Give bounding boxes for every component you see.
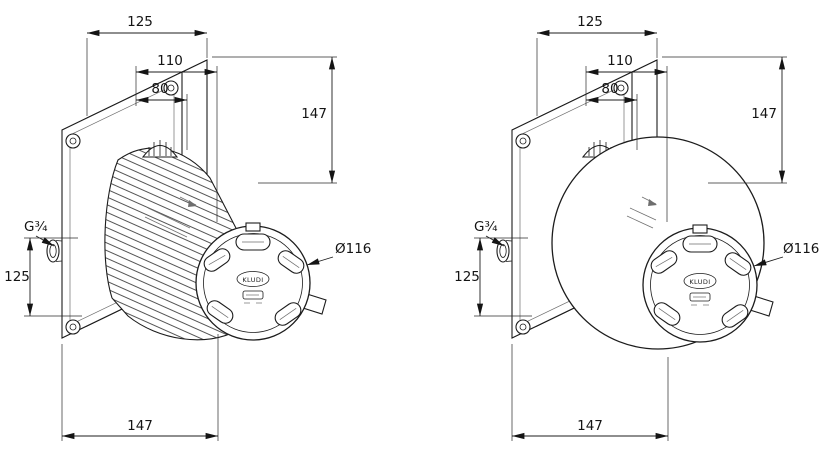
badge-text-mark	[658, 308, 676, 320]
leader-line	[306, 256, 334, 266]
mounting-lug	[65, 319, 81, 335]
dim-depth-80: 80	[585, 81, 638, 150]
dimensions-left-view: 125 110 80 147 G¾ 125	[4, 14, 371, 441]
engraving-line	[629, 207, 657, 221]
dim-label-diameter: Ø116	[783, 241, 819, 257]
dim-label-top-80: 80	[601, 81, 618, 97]
mounting-hole	[69, 137, 77, 145]
dim-label-diameter: Ø116	[335, 241, 371, 257]
mounting-lug	[163, 80, 179, 96]
dim-plate-depth-125: 125	[86, 14, 208, 116]
face-plate	[242, 290, 264, 300]
dim-label-top-110: 110	[607, 53, 633, 69]
badge-text-mark	[211, 306, 229, 318]
dim-bottom-147: 147	[61, 334, 219, 441]
stub-edge	[505, 260, 513, 262]
mounting-hole	[167, 84, 175, 92]
mounting-hole	[519, 323, 527, 331]
mounting-lug	[613, 80, 629, 96]
mounting-hole	[617, 84, 625, 92]
dim-label-bottom-147: 147	[127, 418, 153, 434]
stub-edge	[505, 240, 513, 242]
engraving-line	[144, 216, 188, 238]
dim-height-147: 147	[662, 56, 787, 184]
dim-height-147: 147	[212, 56, 337, 184]
dim-label-left-125: 125	[454, 269, 480, 285]
flow-arrow-icon	[648, 199, 657, 206]
mounting-lug	[515, 133, 531, 149]
dim-diameter-116: Ø116	[306, 241, 371, 266]
dim-depth-80: 80	[135, 81, 188, 150]
face-cover: KLUDI	[642, 224, 774, 343]
stub-edge	[55, 260, 63, 262]
seal-engraving	[626, 196, 657, 229]
badge-text-mark	[282, 256, 300, 268]
kludi-logo: KLUDI	[689, 278, 710, 286]
dim-label-top-125: 125	[127, 14, 153, 30]
flow-arrow-icon	[188, 200, 197, 207]
protection-cap	[141, 140, 179, 158]
face-plate	[689, 292, 711, 302]
kludi-logo: KLUDI	[242, 276, 263, 284]
dim-label-top-125: 125	[577, 14, 603, 30]
housing-engraving	[144, 196, 197, 238]
badge-text-mark	[208, 254, 226, 266]
dim-label-top-80: 80	[151, 81, 168, 97]
thread-label: G¾	[24, 219, 48, 235]
stub-edge	[55, 240, 63, 242]
dim-diameter-116: Ø116	[753, 241, 819, 267]
face-cover: KLUDI	[195, 222, 327, 341]
view-valve-body-with-seal: KLUDI	[496, 59, 774, 350]
badge-text-mark	[279, 308, 297, 320]
mounting-hole	[69, 323, 77, 331]
badge-text-mark	[726, 310, 744, 322]
mounting-hole	[519, 137, 527, 145]
dim-bottom-147: 147	[511, 344, 669, 441]
badge-text-mark	[729, 258, 747, 270]
logo-oval	[683, 273, 717, 289]
logo-oval	[236, 271, 270, 287]
dimensions-right-view: 125 110 80 147 G¾ 125	[454, 14, 819, 441]
thread-label: G¾	[474, 219, 498, 235]
badge-text-mark	[655, 256, 673, 268]
view-valve-body: KLUDI	[46, 59, 327, 341]
dim-label-right-147: 147	[301, 106, 327, 122]
dim-label-left-125: 125	[4, 269, 30, 285]
dim-label-right-147: 147	[751, 106, 777, 122]
mounting-lug	[65, 133, 81, 149]
dim-label-top-110: 110	[157, 53, 183, 69]
leader-line	[753, 256, 784, 267]
dim-left-height-125: 125	[454, 237, 532, 317]
engraving-line	[626, 215, 654, 229]
face-top-notch	[692, 224, 708, 234]
face-top-notch	[245, 222, 261, 232]
dim-left-height-125: 125	[4, 237, 82, 317]
dim-plate-depth-125: 125	[536, 14, 658, 116]
engraving-line	[147, 207, 191, 229]
mounting-lug	[515, 319, 531, 335]
dim-label-bottom-147: 147	[577, 418, 603, 434]
